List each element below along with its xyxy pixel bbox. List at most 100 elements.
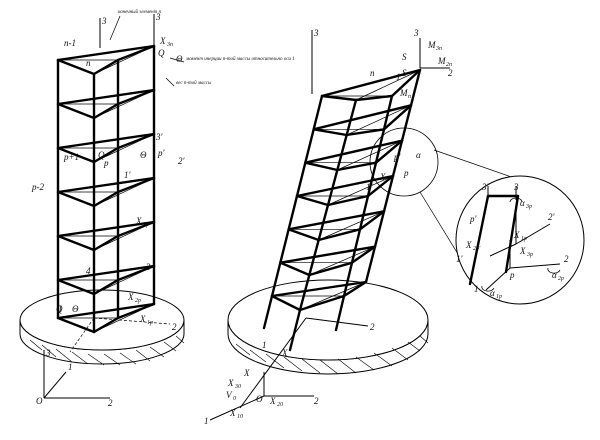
label-p-prime: p' (157, 148, 166, 158)
left-floor-diagonal (93, 177, 155, 207)
detail-2-prime: 2' (548, 212, 556, 222)
left-floor-edge (56, 88, 156, 106)
left-floor-edge (92, 234, 120, 252)
label-p-left: p (103, 158, 109, 168)
label-X-30: X (227, 378, 234, 388)
detail-sub-alpha-2p: 2p (558, 276, 564, 282)
note-weight: вес n-той массы (176, 80, 212, 86)
left-floor-edge (56, 264, 156, 282)
right-floor-edge (295, 194, 330, 207)
right-floor-edge (270, 280, 368, 298)
right-tower: 3 2 3 M 3n S M 2n S n 1 M n p' α p X 1' … (204, 28, 453, 426)
sub-X-20: 20 (277, 402, 283, 408)
axis-2-right-base: 2 (370, 322, 375, 332)
left-floor-edge (92, 190, 120, 208)
detail-3: 3 (513, 182, 519, 192)
detail-X-1p: X (513, 230, 520, 240)
axis-3-label-top-b: 3 (155, 12, 161, 22)
sub-M-2n: 2n (446, 62, 452, 68)
left-floor-edge (56, 278, 96, 296)
label-1-prime-right: 1' (366, 182, 374, 192)
left-floor-edge (56, 132, 156, 150)
label-p-minus-2: p-2 (31, 182, 44, 192)
left-floor-diagonal (93, 265, 155, 295)
label-V: V (226, 390, 233, 400)
right-floor-edge (382, 104, 413, 131)
left-floor-edge (116, 132, 156, 150)
right-floor-edge (279, 245, 377, 264)
axis-3-bottom-left: 3 (45, 348, 51, 358)
right-floor-edge (317, 228, 362, 242)
left-floor-edge (92, 316, 120, 334)
left-floor-edge (56, 316, 96, 334)
right-floor-edge (279, 261, 311, 277)
left-floor-edge (56, 58, 96, 76)
label-Q-top: Q (158, 48, 165, 58)
right-floor-edge (345, 128, 386, 137)
label-n-left: n (86, 58, 91, 68)
left-floor-edge (116, 44, 156, 62)
label-n-minus-1: n-1 (64, 38, 76, 48)
left-floor-edge (56, 220, 156, 238)
detail-1-prime: 1' (456, 254, 464, 264)
right-floor-diagonal (355, 69, 421, 101)
detail-sub-X-3p: 3p (526, 252, 533, 258)
left-floor-edge (56, 146, 96, 164)
right-floor-edge (366, 174, 395, 198)
right-floor-diagonal (299, 281, 367, 311)
detail-sub-X-2p: 2p' (473, 246, 481, 252)
label-1-right-top: 1 (396, 72, 401, 82)
detail-sub-alpha-1p: 1p (496, 294, 502, 300)
detail-p: p (509, 270, 515, 280)
detail-3-prime: 3' (481, 182, 490, 192)
label-1-prime: 1' (124, 170, 132, 180)
left-floor-edge (92, 102, 120, 120)
axis-1-right-base: 1 (262, 340, 267, 350)
right-floor-edge (336, 161, 378, 172)
right-floor-diagonal (337, 140, 403, 171)
detail-X-3p: X (519, 246, 526, 256)
label-p-prime-right: p' (393, 152, 402, 162)
label-Q-base: Q (56, 304, 63, 314)
note-element-n: конечный элемент n (118, 9, 162, 15)
sub-X-30: 30 (234, 384, 241, 390)
sub-X-10: 10 (237, 414, 243, 420)
left-floor-diagonal (93, 133, 155, 163)
right-floor-diagonal (327, 175, 394, 206)
note-inertia: момент инерции n-той массы относительно … (185, 56, 295, 62)
left-floor-edge (56, 302, 156, 320)
label-X-1-base: X (281, 348, 288, 358)
right-floor-edge (342, 280, 368, 298)
label-2-prime: 2' (178, 156, 186, 166)
right-floor-diagonal (346, 105, 412, 136)
left-floor-diagonal (93, 45, 155, 75)
left-floor-edge (116, 220, 156, 238)
axis-1-bottom-right: 1 (204, 416, 209, 426)
right-floor-edge (358, 210, 386, 231)
left-floor-edge (56, 102, 96, 120)
detail-2: 2 (564, 254, 569, 264)
right-floor-edge (354, 94, 394, 102)
left-tower: 3 3 конечный элемент n момент инерции n-… (19, 9, 295, 408)
label-M-1n: M (399, 88, 408, 98)
right-floor-edge (287, 210, 386, 231)
detail-alpha-1p: α (490, 288, 495, 298)
origin-O-right: O (256, 394, 263, 404)
left-floor-edge (116, 264, 156, 282)
sub-M-1n: n (408, 94, 411, 100)
label-S-top: S (402, 52, 407, 62)
label-M-3n: M (427, 40, 436, 50)
right-floor-edge (350, 245, 377, 264)
label-3-lower: 3 (145, 262, 151, 272)
label-M-2n: M (437, 56, 446, 66)
origin-O-left: O (36, 396, 43, 406)
left-floor-edge (116, 88, 156, 106)
label-3-prime: 3' (155, 132, 164, 142)
label-Q-mid: Q (98, 150, 105, 160)
label-p-plus-1: p+1 (63, 152, 79, 162)
right-floor-edge (287, 228, 320, 242)
label-X-10: X (229, 408, 236, 418)
right-base-disc (227, 279, 429, 375)
